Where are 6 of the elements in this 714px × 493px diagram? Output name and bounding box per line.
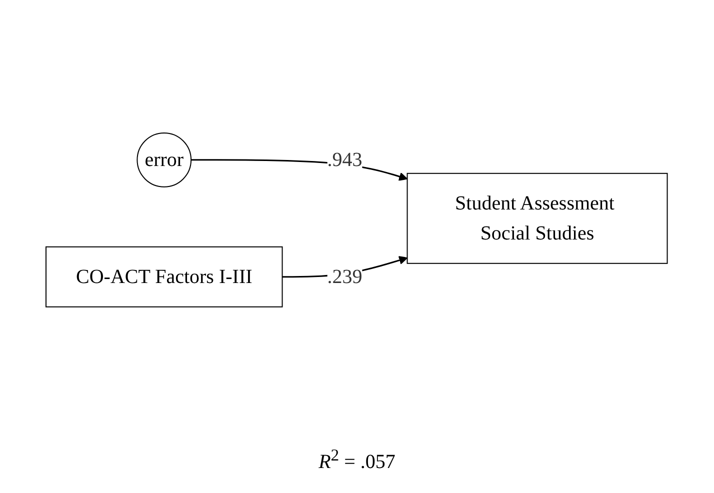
edge-label: .943: [328, 148, 363, 171]
r-squared-note: R$^{2}$ = .057: [318, 450, 396, 473]
edge-label: .239: [328, 266, 363, 288]
node-circle: error: [137, 132, 192, 188]
node-box: Student Assessment Social Studies: [407, 172, 668, 264]
node-box: CO-ACT Factors I-III: [46, 246, 284, 308]
